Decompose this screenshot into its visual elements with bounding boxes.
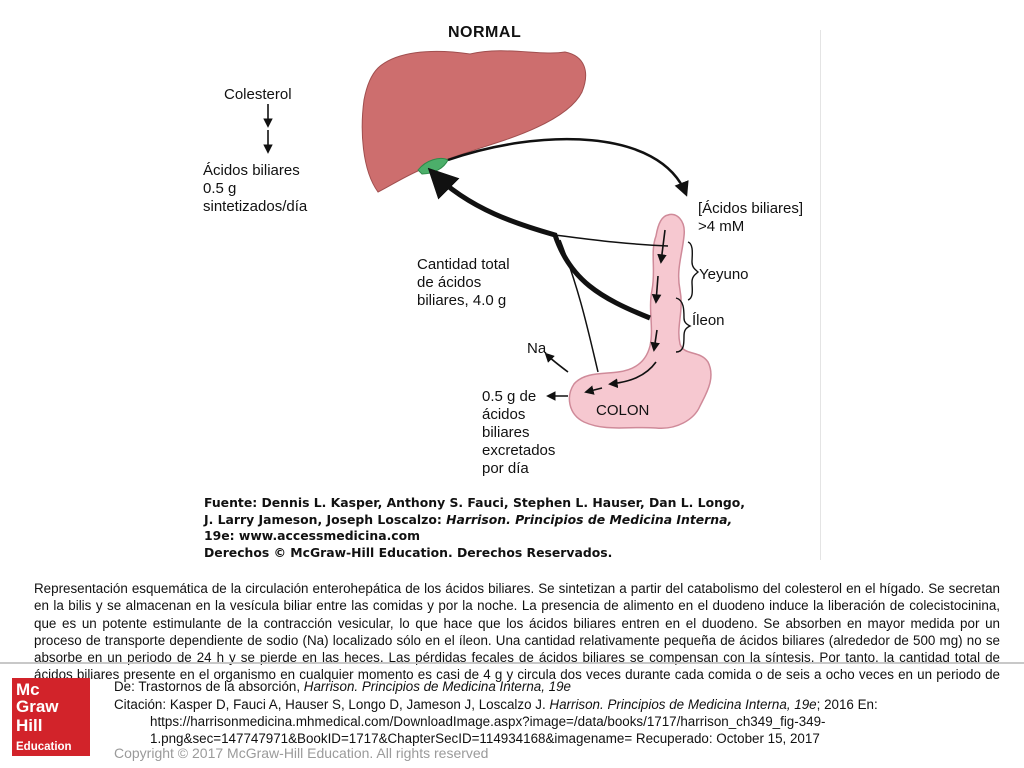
label-colon: COLON (596, 402, 649, 420)
intestine-shape (569, 214, 711, 428)
liver-shape (362, 51, 585, 192)
mcgraw-hill-logo: Mc Graw Hill Education (12, 678, 90, 756)
jejunum-brace (688, 242, 698, 300)
sodium-arrow (546, 354, 568, 372)
logo-line-2: Graw (16, 698, 59, 716)
source-line-3: 19e: www.accessmedicina.com (204, 528, 764, 545)
label-synthesized-bile-acids: Ácidos biliares 0.5 g sintetizados/día (203, 162, 307, 216)
citation: Citación: Kasper D, Fauci A, Hauser S, L… (114, 696, 994, 713)
jejunum-return-line (555, 235, 668, 246)
label-sodium: Na (527, 340, 546, 358)
source-reference: De: Trastornos de la absorción, Harrison… (114, 678, 571, 695)
source-reference-book: Harrison. Principios de Medicina Interna… (304, 679, 571, 694)
citation-prefix: Citación: Kasper D, Fauci A, Hauser S, L… (114, 697, 549, 712)
logo-line-3: Hill (16, 717, 42, 735)
logo-line-4: Education (16, 738, 72, 756)
label-excreted-bile-acids: 0.5 g de ácidos biliares excretados por … (482, 388, 555, 478)
citation-url-line-1[interactable]: https://harrisonmedicina.mhmedical.com/D… (150, 713, 826, 730)
diagram-drawing (0, 0, 1024, 570)
label-bile-acid-concentration: [Ácidos biliares] >4 mM (698, 200, 803, 236)
label-total-bile-acids: Cantidad total de ácidos biliares, 4.0 g (417, 256, 510, 310)
source-reference-prefix: De: Trastornos de la absorción, (114, 679, 304, 694)
citation-suffix: ; 2016 En: (817, 697, 878, 712)
source-book: Harrison. Principios de Medicina Interna… (446, 512, 732, 527)
source-line-1: Fuente: Dennis L. Kasper, Anthony S. Fau… (204, 495, 764, 512)
label-colesterol: Colesterol (224, 86, 292, 104)
enterohepatic-diagram: NORMAL Colesterol Ácidos biliares 0.5 g … (0, 0, 1024, 570)
citation-book: Harrison. Principios de Medicina Interna… (549, 697, 816, 712)
source-line-2: J. Larry Jameson, Joseph Loscalzo: Harri… (204, 512, 764, 529)
diagram-title: NORMAL (448, 24, 521, 42)
copyright-notice: Copyright © 2017 McGraw-Hill Education. … (114, 745, 488, 761)
label-ileum: Íleon (692, 312, 725, 330)
label-jejunum: Yeyuno (699, 266, 749, 284)
figure-source: Fuente: Dennis L. Kasper, Anthony S. Fau… (204, 495, 764, 561)
source-line-4: Derechos © McGraw-Hill Education. Derech… (204, 545, 764, 562)
figure-divider (820, 30, 821, 560)
source-authors: J. Larry Jameson, Joseph Loscalzo: (204, 512, 446, 527)
footer-divider (0, 662, 1024, 664)
